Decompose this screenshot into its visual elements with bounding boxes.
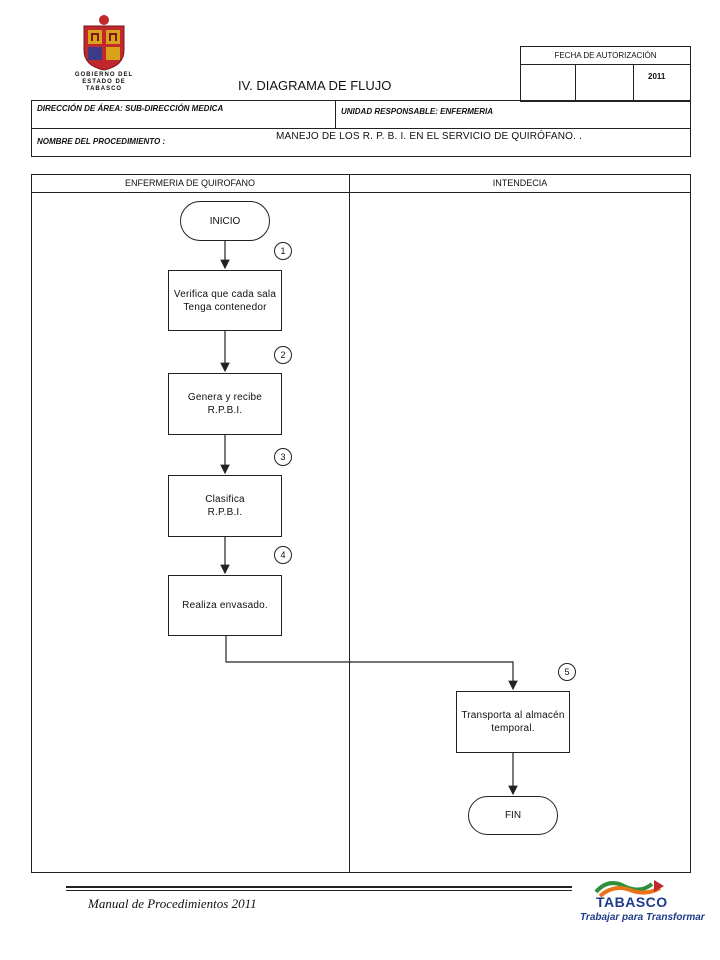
- fecha-divider-v2: [633, 64, 634, 102]
- seal-caption-line-1: GOBIERNO DEL: [74, 72, 134, 78]
- fecha-divider-h: [520, 64, 691, 65]
- lane-header-intendencia: INTENDECIA: [492, 178, 548, 188]
- lanes-frame: [31, 174, 691, 873]
- brand-name: TABASCO: [596, 894, 668, 910]
- fecha-year: 2011: [648, 72, 666, 81]
- tabasco-brand-logo: TABASCO Trabajar para Transformar: [580, 874, 705, 934]
- seal-caption-line-2: ESTADO DE: [82, 79, 126, 85]
- state-seal: [76, 14, 132, 72]
- process-transporta: Transporta al almacén temporal.: [456, 691, 570, 753]
- process-clasifica: Clasifica R.P.B.I.: [168, 475, 282, 537]
- unidad-responsable: UNIDAD RESPONSABLE: ENFERMERIA: [341, 107, 494, 116]
- lane-header-enfermeria: ENFERMERIA DE QUIROFANO: [124, 178, 256, 188]
- process-verifica: Verifica que cada sala Tenga contenedor: [168, 270, 282, 331]
- footer-rule-thick: [66, 886, 572, 888]
- step-number-2: 2: [274, 346, 292, 364]
- brand-waves-icon: [594, 880, 664, 898]
- fecha-label: FECHA DE AUTORIZACIÓN: [554, 50, 657, 60]
- step-number-1: 1: [274, 242, 292, 260]
- footer-rule-thin: [66, 890, 572, 891]
- seal-icon: [83, 15, 125, 71]
- step-number-4: 4: [274, 546, 292, 564]
- nombre-label: NOMBRE DEL PROCEDIMIENTO :: [37, 137, 166, 146]
- footer-manual-title: Manual de Procedimientos 2011: [88, 896, 257, 911]
- page-title: IV. DIAGRAMA DE FLUJO: [238, 78, 392, 93]
- process-envasado: Realiza envasado.: [168, 575, 282, 636]
- brand-slogan: Trabajar para Transformar: [580, 912, 705, 923]
- info-divider-v: [335, 100, 336, 129]
- step-number-3: 3: [274, 448, 292, 466]
- fecha-box: [520, 46, 691, 102]
- step-number-5: 5: [558, 663, 576, 681]
- lanes-header-divider: [31, 192, 691, 193]
- fecha-divider-v1: [575, 64, 576, 102]
- direccion-area: DIRECCIÓN DE ÁREA: SUB-DIRECCIÓN MEDICA: [37, 104, 224, 113]
- end-terminal: FIN: [468, 796, 558, 835]
- process-genera: Genera y recibe R.P.B.I.: [168, 373, 282, 435]
- arrow-step4-to-step5: [225, 636, 518, 691]
- nombre-value: MANEJO DE LOS R. P. B. I. EN EL SERVICIO…: [276, 131, 583, 142]
- start-terminal: INICIO: [180, 201, 270, 241]
- lanes-divider: [349, 174, 350, 873]
- info-row-procedure: [31, 128, 691, 157]
- seal-caption: GOBIERNO DEL ESTADO DE TABASCO: [66, 72, 142, 93]
- seal-caption-line-3: TABASCO: [85, 86, 123, 92]
